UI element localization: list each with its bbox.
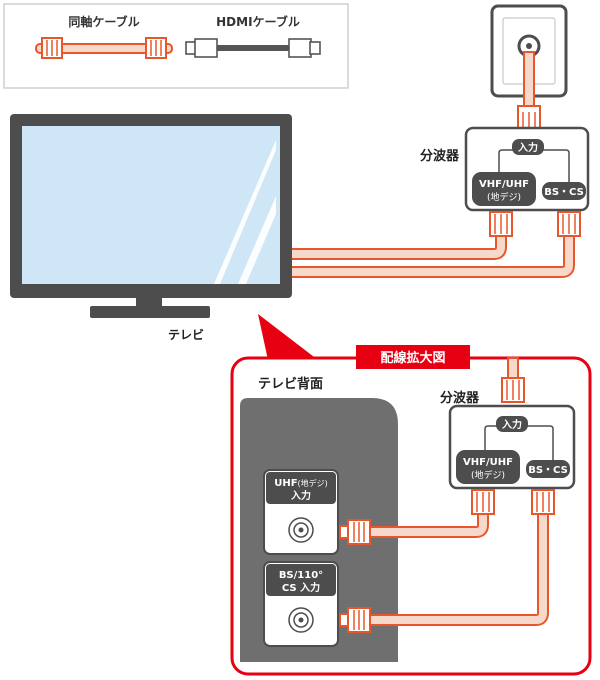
uhf-input-port: UHF(地デジ) 入力	[263, 469, 339, 555]
splitter-detail-bs-label: BS・CS	[528, 465, 568, 476]
splitter-top: 入力 VHF/UHF (地デジ) BS・CS	[464, 126, 590, 212]
splitter-top-name: 分波器	[420, 148, 460, 164]
splitter-detail-input-label: 入力	[502, 418, 522, 431]
port-uhf-main: UHF	[274, 478, 297, 489]
legend-hdmi-label: HDMIケーブル	[216, 14, 300, 29]
port-uhf-sub: (地デジ)	[298, 478, 328, 488]
splitter-top-uhf-line1: VHF/UHF	[479, 179, 529, 190]
detail-title: 配線拡大図	[380, 350, 445, 366]
splitter-detail-uhf-line2: (地デジ)	[471, 469, 505, 481]
splitter-detail-name: 分波器	[440, 390, 480, 406]
tv-to-splitter-cables	[292, 211, 581, 278]
port-uhf-label-line1: UHF(地デジ)	[274, 478, 328, 489]
tv-back-label: テレビ背面	[258, 376, 323, 392]
bs-cs-input-port: BS/110° CS 入力	[263, 561, 339, 647]
port-uhf-label-line2: 入力	[291, 489, 311, 502]
television	[10, 114, 292, 318]
legend: 同軸ケーブル HDMIケーブル	[3, 3, 349, 89]
antenna-cable	[517, 51, 541, 131]
splitter-detail-uhf-line1: VHF/UHF	[463, 457, 513, 468]
port-bs-label-line2: CS 入力	[282, 581, 320, 594]
splitter-detail: 入力 VHF/UHF (地デジ) BS・CS	[448, 357, 576, 490]
coax-cable-icon	[35, 37, 173, 59]
legend-coax-label: 同軸ケーブル	[68, 14, 139, 29]
tv-label: テレビ	[168, 327, 204, 342]
port-bs-label-line1: BS/110°	[279, 570, 323, 581]
hdmi-cable-icon	[185, 38, 321, 58]
splitter-top-input-label: 入力	[518, 141, 538, 154]
detail-cables	[339, 489, 555, 633]
splitter-top-bs-label: BS・CS	[544, 187, 584, 198]
splitter-top-uhf-line2: (地デジ)	[487, 191, 521, 203]
